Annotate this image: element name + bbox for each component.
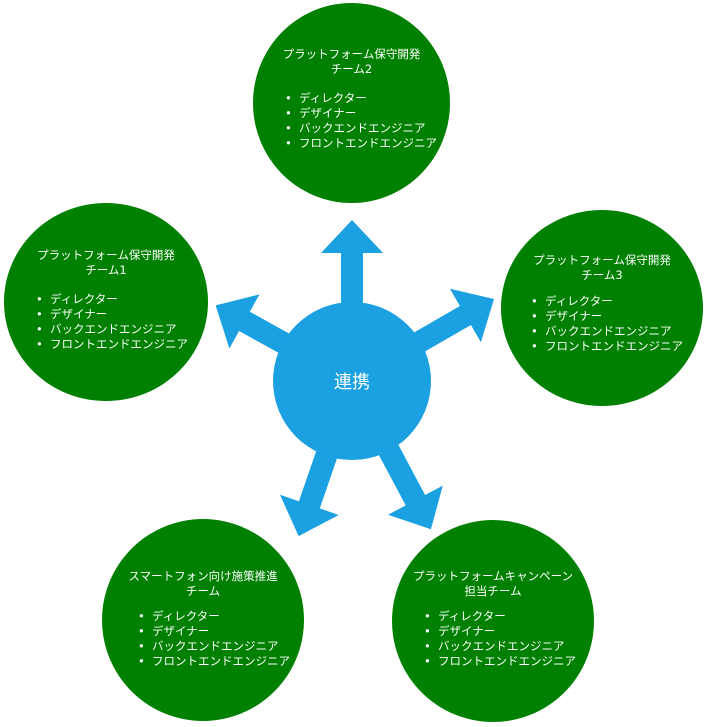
team-node-2: プラットフォーム保守開発 チーム2 ディレクター デザイナー バックエンドエンジ… — [253, 3, 450, 203]
role-item: フロントエンドエンジニア — [136, 654, 290, 669]
role-item: バックエンドエンジニア — [34, 322, 188, 337]
role-list: ディレクター デザイナー バックエンドエンジニア フロントエンドエンジニア — [34, 292, 188, 352]
team-title-line: プラットフォームキャンペーン — [412, 569, 574, 583]
team-title-line: プラットフォーム保守開発 — [37, 248, 175, 262]
hub-circle: 連携 — [273, 302, 431, 460]
team-node-smartphone: スマートフォン向け施策推進 チーム ディレクター デザイナー バックエンドエンジ… — [102, 519, 304, 721]
team-title-line: プラットフォーム保守開発 — [282, 47, 421, 61]
arrow-to-team-2 — [321, 220, 383, 326]
team-title-line: チーム — [185, 584, 221, 598]
role-item: デザイナー — [34, 307, 188, 322]
role-item: フロントエンドエンジニア — [34, 337, 188, 352]
team-title-line: プラットフォーム保守開発 — [533, 253, 671, 267]
team-title-line: チーム2 — [330, 62, 373, 76]
team-title: プラットフォーム保守開発 チーム3 — [501, 253, 703, 283]
hub-label: 連携 — [334, 372, 370, 393]
role-item: ディレクター — [529, 294, 683, 309]
team-node-campaign: プラットフォームキャンペーン 担当チーム ディレクター デザイナー バックエンド… — [392, 520, 594, 722]
role-item: デザイナー — [529, 309, 683, 324]
team-title-line: チーム3 — [581, 268, 623, 282]
role-item: ディレクター — [422, 609, 576, 624]
team-title: スマートフォン向け施策推進 チーム — [102, 569, 304, 599]
team-title-line: スマートフォン向け施策推進 — [128, 569, 278, 583]
team-title-line: 担当チーム — [464, 584, 522, 598]
team-title: プラットフォーム保守開発 チーム2 — [253, 47, 450, 77]
role-item: デザイナー — [136, 624, 290, 639]
role-item: バックエンドエンジニア — [422, 639, 576, 654]
role-item: フロントエンドエンジニア — [529, 339, 683, 354]
role-item: フロントエンドエンジニア — [283, 136, 437, 151]
team-node-1: プラットフォーム保守開発 チーム1 ディレクター デザイナー バックエンドエンジ… — [4, 203, 208, 401]
role-item: ディレクター — [283, 91, 437, 106]
role-item: フロントエンドエンジニア — [422, 654, 576, 669]
team-title: プラットフォームキャンペーン 担当チーム — [392, 569, 594, 599]
role-item: デザイナー — [422, 624, 576, 639]
role-item: バックエンドエンジニア — [136, 639, 290, 654]
role-list: ディレクター デザイナー バックエンドエンジニア フロントエンドエンジニア — [422, 609, 576, 669]
role-list: ディレクター デザイナー バックエンドエンジニア フロントエンドエンジニア — [283, 91, 437, 151]
team-node-3: プラットフォーム保守開発 チーム3 ディレクター デザイナー バックエンドエンジ… — [501, 210, 703, 406]
role-item: デザイナー — [283, 106, 437, 121]
team-title: プラットフォーム保守開発 チーム1 — [4, 248, 208, 278]
role-list: ディレクター デザイナー バックエンドエンジニア フロントエンドエンジニア — [136, 609, 290, 669]
role-item: バックエンドエンジニア — [529, 324, 683, 339]
team-title-line: チーム1 — [85, 263, 127, 277]
role-item: ディレクター — [34, 292, 188, 307]
role-item: ディレクター — [136, 609, 290, 624]
role-list: ディレクター デザイナー バックエンドエンジニア フロントエンドエンジニア — [529, 294, 683, 354]
role-item: バックエンドエンジニア — [283, 121, 437, 136]
